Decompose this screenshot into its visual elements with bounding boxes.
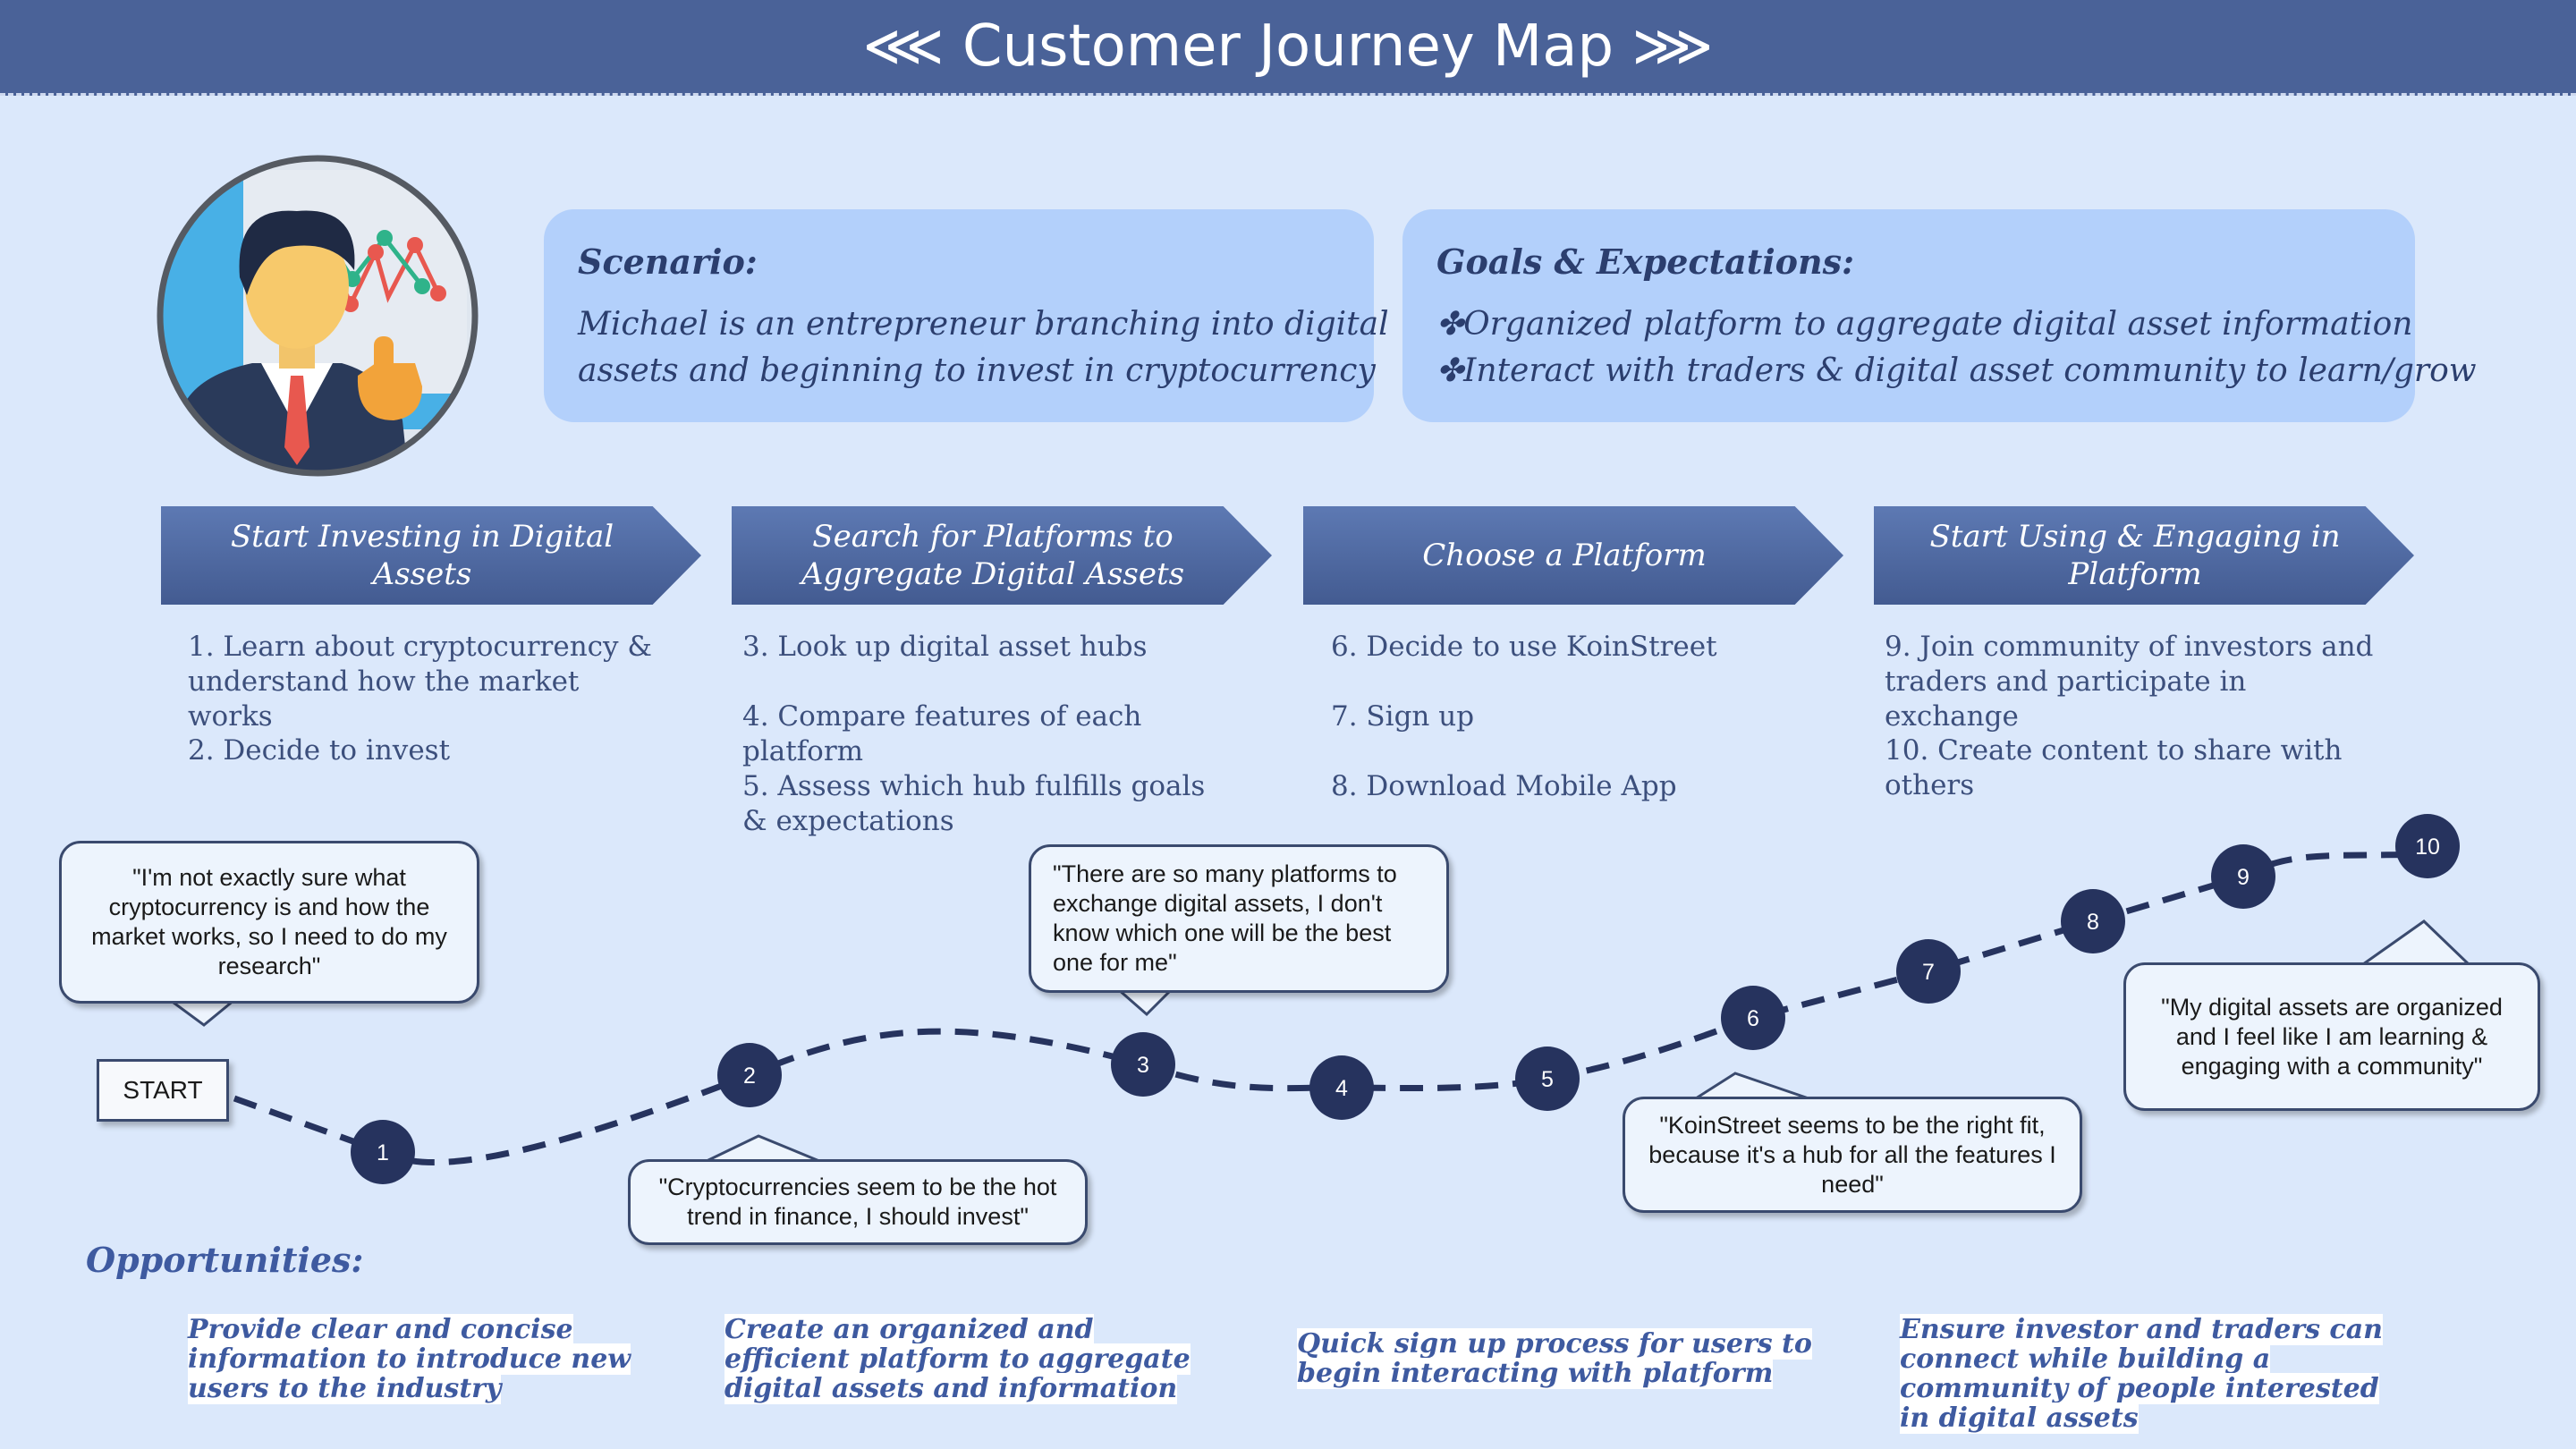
opportunity-item: Quick sign up process for users to begin… xyxy=(1297,1328,1812,1389)
quote-bubble-5: "My digital assets are organized and I f… xyxy=(2123,962,2540,1111)
step-item: 5. Assess which hub fulfills goals & exp… xyxy=(742,770,1206,837)
header-bar xyxy=(0,0,2576,96)
svg-text:5: 5 xyxy=(1541,1067,1554,1092)
step-item: 3. Look up digital asset hubs xyxy=(742,631,1148,663)
bubble-tail xyxy=(1690,1072,1809,1100)
stage-label: Choose a Platform xyxy=(1422,538,1707,573)
svg-text:2: 2 xyxy=(743,1063,756,1089)
bubble-tail xyxy=(706,1134,820,1163)
scenario-box: Scenario: Michael is an entrepreneur bra… xyxy=(544,209,1389,422)
step-item: 2. Decide to invest xyxy=(188,734,451,767)
journey-point-5: 5 xyxy=(1515,1046,1580,1111)
stage-arrow-2: Search for Platforms to Aggregate Digita… xyxy=(732,506,1272,605)
step-item: 10. Create content to share with others xyxy=(1885,734,2343,801)
svg-text:9: 9 xyxy=(2237,865,2250,890)
stage-label: Start Using & Engaging in Platform xyxy=(1929,519,2341,592)
journey-point-6: 6 xyxy=(1721,986,1785,1050)
scenario-title: Scenario: xyxy=(578,242,758,282)
start-marker: START xyxy=(97,1059,229,1122)
step-item: 8. Download Mobile App xyxy=(1331,770,1677,802)
journey-point-7: 7 xyxy=(1896,939,1961,1004)
journey-point-2: 2 xyxy=(717,1043,782,1107)
step-item: 9. Join community of investors and trade… xyxy=(1885,631,2374,733)
bubble-tail xyxy=(2359,919,2472,966)
journey-path xyxy=(233,851,2428,1165)
quote-bubble-4: "KoinStreet seems to be the right fit, b… xyxy=(1623,1097,2082,1213)
journey-point-8: 8 xyxy=(2061,889,2125,953)
journey-point-1: 1 xyxy=(351,1120,415,1184)
goal-text: Interact with traders & digital asset co… xyxy=(1463,352,2477,389)
opportunity-item: Create an organized and efficient platfo… xyxy=(724,1314,1191,1404)
goal-text: Organized platform to aggregate digital … xyxy=(1463,306,2413,343)
step-item: 6. Decide to use KoinStreet xyxy=(1331,631,1717,663)
goal-line: ✤Interact with traders & digital asset c… xyxy=(1436,348,2477,394)
scenario-line: Michael is an entrepreneur branching int… xyxy=(578,306,1389,343)
quote-bubble-3: "There are so many platforms to exchange… xyxy=(1029,844,1449,993)
goals-box: Goals & Expectations: ✤Organized platfor… xyxy=(1402,209,2477,422)
opportunity-item: Provide clear and concise information to… xyxy=(188,1314,631,1404)
businessman-chart-icon xyxy=(157,155,479,477)
scenario-line: assets and beginning to invest in crypto… xyxy=(578,352,1376,389)
svg-text:7: 7 xyxy=(1922,960,1935,985)
journey-point-10: 10 xyxy=(2395,814,2460,878)
goal-line: ✤Organized platform to aggregate digital… xyxy=(1436,301,2413,348)
journey-point-3: 3 xyxy=(1111,1032,1175,1097)
svg-text:1: 1 xyxy=(377,1140,389,1165)
bubble-tail xyxy=(165,998,239,1027)
quote-text: "There are so many platforms to exchange… xyxy=(1053,860,1397,976)
clover-bullet-icon: ✤ xyxy=(1436,352,1464,389)
step-item: 4. Compare features of each platform xyxy=(742,700,1142,767)
quote-text: "My digital assets are organized and I f… xyxy=(2161,993,2503,1080)
opportunities-title: Opportunities: xyxy=(86,1240,364,1280)
step-item: 7. Sign up xyxy=(1331,700,1475,733)
quote-text: "I'm not exactly sure what cryptocurrenc… xyxy=(91,864,447,979)
stage-label: Search for Platforms to Aggregate Digita… xyxy=(801,519,1185,592)
journey-point-9: 9 xyxy=(2211,844,2275,909)
stage-arrow-3: Choose a Platform xyxy=(1303,506,1843,605)
stage-arrow-4: Start Using & Engaging in Platform xyxy=(1874,506,2414,605)
quote-text: "KoinStreet seems to be the right fit, b… xyxy=(1648,1111,2056,1198)
svg-text:10: 10 xyxy=(2415,835,2440,860)
svg-text:3: 3 xyxy=(1137,1053,1149,1078)
opportunity-item: Ensure investor and traders can connect … xyxy=(1900,1314,2383,1434)
svg-text:6: 6 xyxy=(1747,1006,1759,1031)
bubble-tail xyxy=(1114,987,1175,1017)
stage-arrow-1: Start Investing in Digital Assets xyxy=(161,506,701,605)
svg-text:4: 4 xyxy=(1335,1076,1348,1101)
journey-point-4: 4 xyxy=(1309,1055,1374,1120)
page-title: ⋘ Customer Journey Map ⋙ xyxy=(862,13,1714,80)
stage-label: Start Investing in Digital Assets xyxy=(230,519,614,592)
quote-bubble-1: "I'm not exactly sure what cryptocurrenc… xyxy=(59,841,479,1004)
clover-bullet-icon: ✤ xyxy=(1436,306,1464,343)
goals-title: Goals & Expectations: xyxy=(1436,242,1855,282)
quote-text: "Cryptocurrencies seem to be the hot tre… xyxy=(658,1174,1057,1230)
svg-text:8: 8 xyxy=(2087,910,2099,935)
quote-bubble-2: "Cryptocurrencies seem to be the hot tre… xyxy=(628,1159,1088,1245)
step-item: 1. Learn about cryptocurrency & understa… xyxy=(188,631,653,733)
